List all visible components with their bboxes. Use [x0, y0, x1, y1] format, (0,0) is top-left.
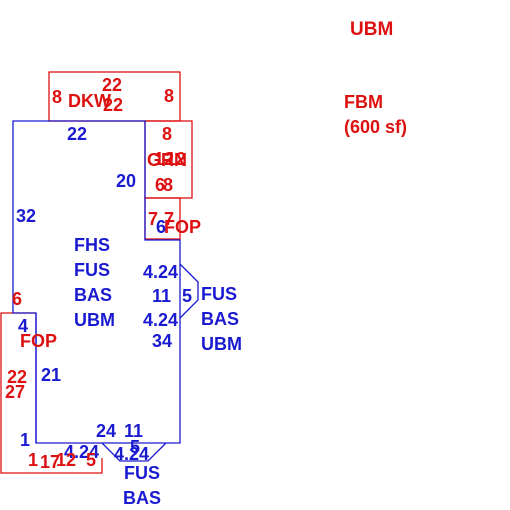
main-notch2-dim: 6 — [156, 217, 167, 237]
porch-top-code: FOP — [164, 217, 202, 237]
porch-left-bottom-a: 1 — [28, 450, 39, 470]
bay-right-dim-a: 4.24 — [143, 262, 179, 282]
bay-bottom-outline — [101, 442, 167, 462]
legend-ubm: UBM — [350, 19, 394, 40]
garage-bottom-dim-b: 8 — [163, 175, 174, 195]
bay-right-code-fus: FUS — [201, 284, 237, 304]
deck-left-dim: 8 — [52, 87, 63, 107]
main-code-bas: BAS — [74, 285, 113, 305]
main-code-ubm: UBM — [74, 310, 115, 330]
bay-right-dim-b: 4.24 — [143, 310, 179, 330]
main-left-dim: 32 — [16, 206, 37, 226]
bay-right-dim-mid: 11 — [152, 286, 172, 306]
bay-bottom-dim-a: 4.24 — [64, 442, 100, 462]
main-code-fhs: FHS — [74, 235, 110, 255]
porch-left-dim-a: 22 — [7, 367, 28, 387]
porch-left-top-dim: 6 — [12, 289, 23, 309]
porch-top-dim-b: 7 — [164, 209, 175, 229]
main-bottom-left-dim: 1 — [20, 430, 31, 450]
main-bottom-dim-b: 11 — [124, 421, 144, 441]
deck-bottom-dim: 22 — [103, 95, 124, 115]
deck-right-dim: 8 — [164, 86, 175, 106]
main-building-outline — [12, 120, 181, 444]
garage-bottom-dim-a: 6 — [155, 175, 166, 195]
main-bottom-dim-a: 24 — [96, 421, 117, 441]
deck-top-dim: 22 — [102, 75, 123, 95]
porch-left-bottom-b: 17 — [40, 452, 61, 472]
garage-code: GRN — [147, 150, 187, 170]
legend-fbm-area: (600 sf) — [344, 117, 408, 137]
bay-right-outline — [179, 263, 199, 319]
garage-right-dim: 12 — [166, 149, 187, 169]
porch-top-dim-a: 7 — [148, 209, 159, 229]
porch-left-code: FOP — [20, 331, 58, 351]
bay-right-code-ubm: UBM — [201, 334, 242, 354]
garage-left-dim: 12 — [154, 149, 175, 169]
garage-top-dim: 8 — [162, 124, 173, 144]
porch-left-bottom-d: 5 — [86, 450, 97, 470]
porch-left-dim-b: 27 — [5, 382, 26, 402]
bay-bottom-dim-b: 4.24 — [114, 444, 150, 464]
bay-bottom-code-fus: FUS — [124, 463, 160, 483]
deck-code: DKW — [68, 91, 111, 111]
main-notch-dim: 20 — [116, 171, 137, 191]
bay-right-code-bas: BAS — [201, 309, 240, 329]
porch-left-bottom-c: 12 — [56, 450, 77, 470]
bay-bottom-dim-five: 5 — [130, 437, 141, 457]
main-top-dim: 22 — [67, 124, 88, 144]
bay-right-dim-five: 5 — [182, 286, 193, 306]
main-small-four: 4 — [18, 316, 29, 336]
main-lower-left-dim: 21 — [41, 365, 62, 385]
main-code-fus: FUS — [74, 260, 110, 280]
legend-fbm: FBM — [344, 92, 383, 112]
bay-bottom-code-bas: BAS — [123, 488, 162, 508]
main-right-low-dim: 34 — [152, 331, 173, 351]
